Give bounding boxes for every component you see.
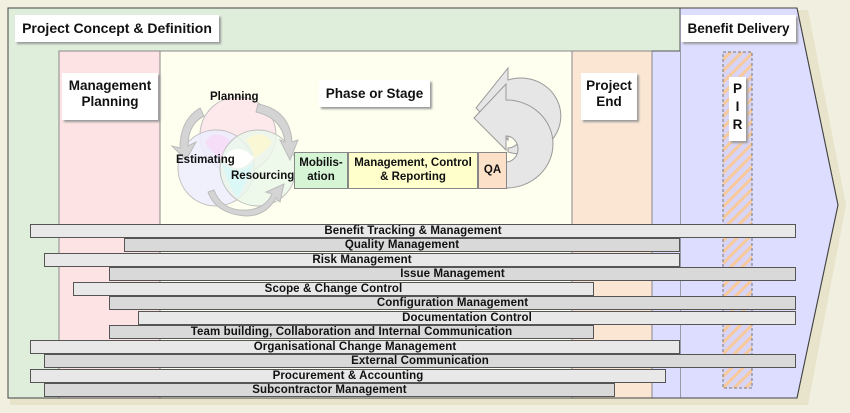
workstream-bar: Benefit Tracking & Management	[30, 224, 796, 238]
workstream-bar: Organisational Change Management	[30, 340, 680, 354]
stage-label-project-end: Project End	[581, 73, 637, 120]
stage-label-phase-or-stage: Phase or Stage	[319, 80, 430, 107]
workstream-bar: Quality Management	[124, 238, 680, 252]
phase-step-mobilisation: Mobilis- ation	[294, 152, 348, 189]
phase-step-management-control-reporting: Management, Control & Reporting	[348, 152, 478, 189]
venn-label-planning: Planning	[210, 91, 259, 103]
project-end-line1: Project	[586, 78, 632, 93]
qa-label: QA	[483, 163, 502, 176]
stage-label-pir: P I R	[729, 77, 746, 141]
stage-label-concept: Project Concept & Definition	[15, 15, 219, 42]
workstream-bar: Risk Management	[44, 253, 680, 267]
workstream-bar: Procurement & Accounting	[30, 369, 666, 383]
workstream-bar: Configuration Management	[109, 296, 796, 310]
stage-label-benefit-delivery: Benefit Delivery	[681, 15, 796, 42]
workstream-bar: Team building, Collaboration and Interna…	[109, 325, 594, 339]
stage-label-management-planning: Management Planning	[62, 73, 158, 120]
venn-label-resourcing: Resourcing	[231, 170, 295, 182]
phase-step-qa: QA	[478, 152, 507, 189]
workstream-bar: Scope & Change Control	[73, 282, 594, 296]
workstream-bar: External Communication	[44, 354, 796, 368]
workstream-bar: Documentation Control	[138, 311, 796, 325]
project-end-line2: End	[596, 93, 622, 109]
management-planning-line1: Management	[68, 78, 152, 93]
pir-letter-i: I	[735, 99, 740, 114]
mcr-line2: & Reporting	[380, 170, 446, 183]
workstream-bar: Issue Management	[109, 267, 796, 281]
pir-letter-p: P	[732, 81, 742, 96]
mobilisation-line2: ation	[307, 170, 335, 183]
mcr-line1: Management, Control	[354, 157, 472, 170]
mobilisation-line1: Mobilis-	[299, 157, 343, 170]
pir-letter-r: R	[732, 117, 743, 132]
workstream-bar: Subcontractor Management	[44, 383, 615, 397]
venn-label-estimating: Estimating	[176, 154, 235, 166]
management-planning-line2: Planning	[81, 93, 139, 109]
